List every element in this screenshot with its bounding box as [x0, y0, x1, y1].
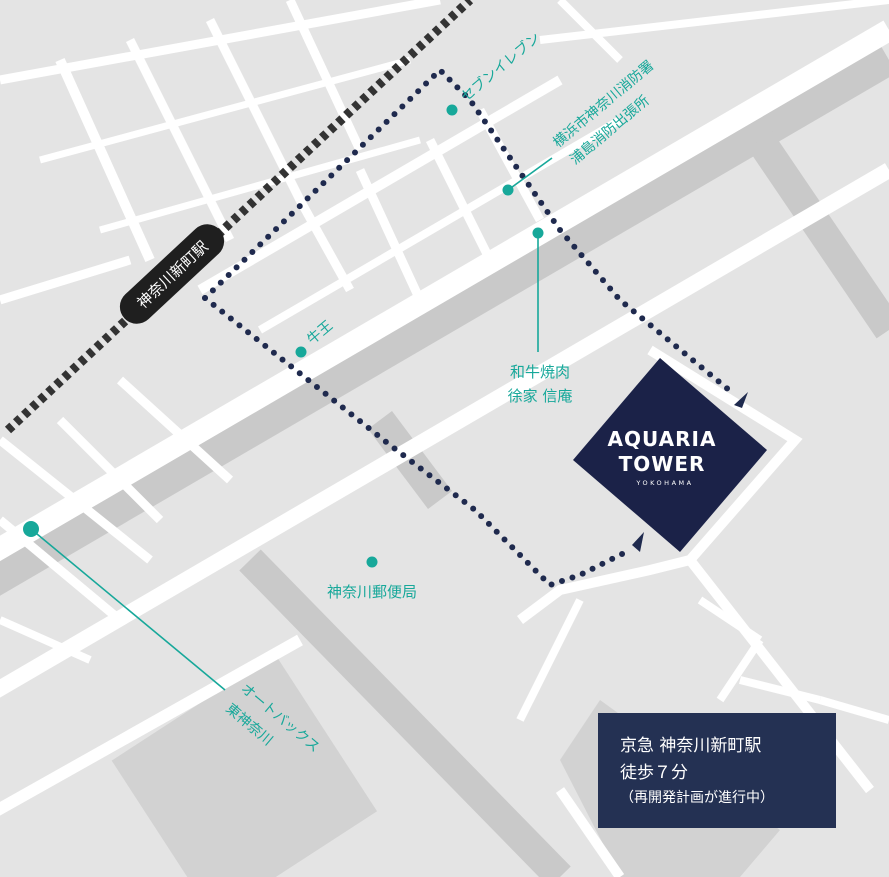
access-info-box: 京急 神奈川新町駅 徒歩７分 （再開発計画が進行中）: [598, 713, 836, 828]
tower-subtitle: YOKOHAMA: [635, 479, 693, 487]
station-pill-bg[interactable]: [113, 217, 231, 331]
landmark-dot-icon[interactable]: [366, 556, 378, 568]
tower-marker[interactable]: [573, 358, 767, 552]
route-arrow-icon: [734, 392, 748, 408]
label-post-office: 神奈川郵便局: [327, 583, 417, 601]
route-arrow-icon: [632, 532, 644, 552]
info-station: 京急 神奈川新町駅: [620, 736, 762, 756]
tower-name-line2: TOWER: [619, 452, 706, 476]
walking-route: [202, 65, 738, 589]
major-roads: [0, 47, 889, 877]
info-note: （再開発計画が進行中）: [620, 790, 774, 806]
leader-lines: [30, 157, 553, 691]
landmark-dot-icon[interactable]: [446, 104, 458, 116]
landmark-dot-icon[interactable]: [295, 346, 307, 358]
tower-name-line1: AQUARIA: [608, 427, 717, 451]
label-yakiniku-2: 徐家 信庵: [508, 387, 573, 405]
info-walk-time: 徒歩７分: [620, 763, 688, 783]
label-yakiniku-1: 和牛焼肉: [510, 363, 570, 381]
